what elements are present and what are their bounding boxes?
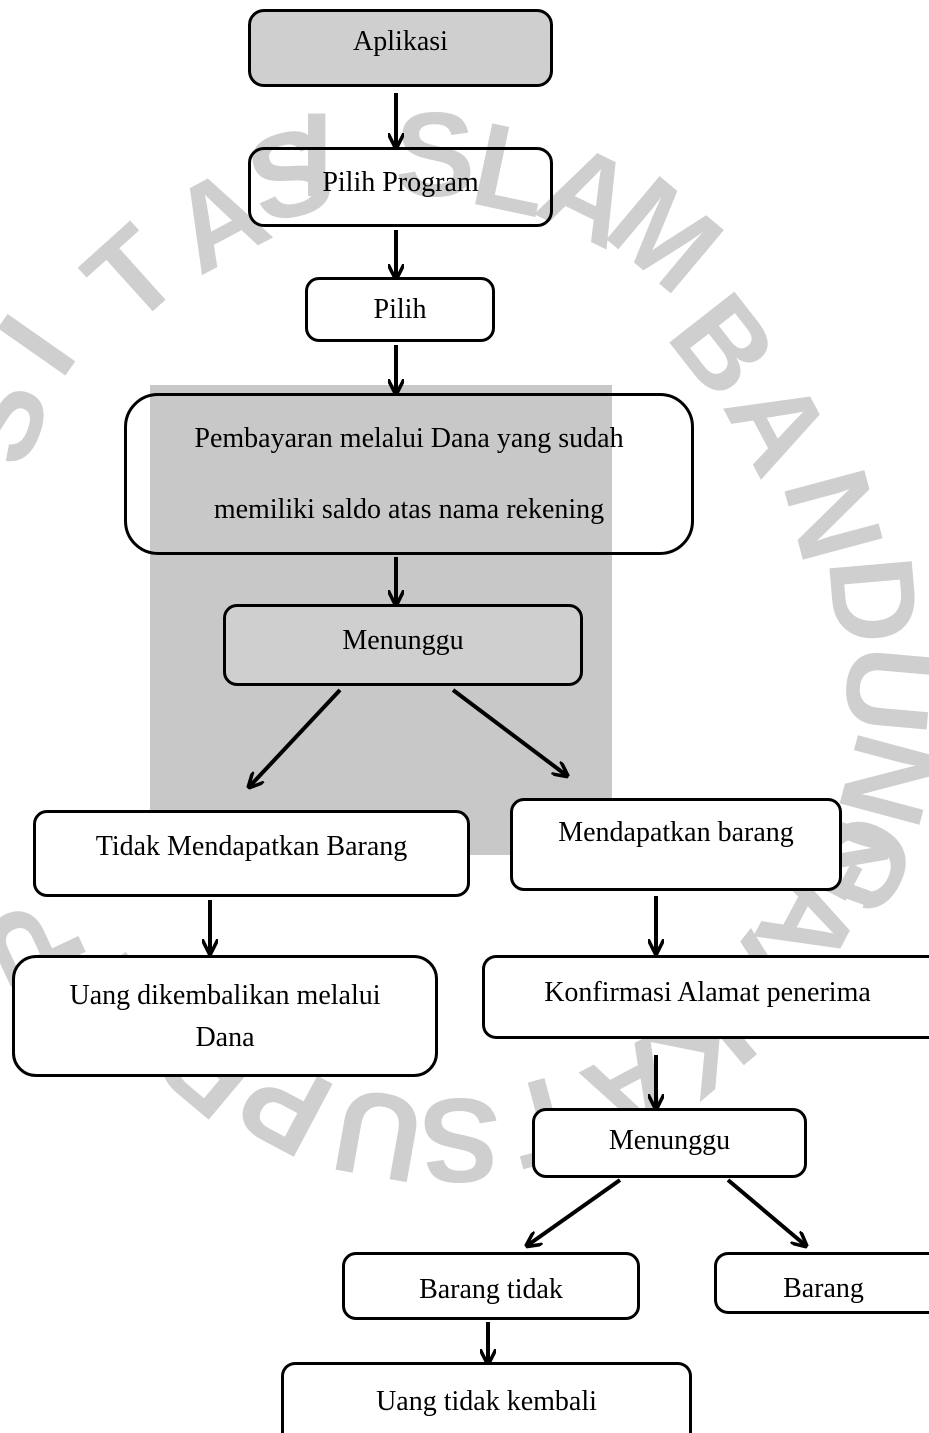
node-menunggu-1: Menunggu — [223, 604, 583, 686]
node-pilih-program: Pilih Program — [248, 147, 553, 227]
node-menunggu-1-label: Menunggu — [342, 624, 464, 656]
node-uang-tidak-kembali: Uang tidak kembali — [281, 1362, 692, 1433]
watermark-letter: I — [300, 88, 334, 222]
watermark-letter: S — [395, 88, 476, 222]
node-uang-dikembalikan: Uang dikembalikan melalui Dana — [12, 955, 438, 1077]
arrow-menunggu-to-barang-tidak — [528, 1178, 622, 1245]
node-konfirmasi-label: Konfirmasi Alamat penerima — [544, 976, 871, 1008]
node-konfirmasi: Konfirmasi Alamat penerima — [482, 955, 929, 1039]
node-uang-dikembalikan-label-line1: Uang dikembalikan melalui — [69, 980, 381, 1011]
node-mendapatkan: Mendapatkan barang — [510, 798, 842, 891]
node-pilih-label: Pilih — [373, 294, 427, 325]
node-barang-tidak: Barang tidak — [342, 1252, 640, 1320]
node-pembayaran: Pembayaran melalui Dana yang sudah memil… — [124, 393, 694, 555]
node-tidak-mendapatkan-label: Tidak Mendapatkan Barang — [95, 831, 408, 862]
node-pilih-program-label: Pilih Program — [322, 166, 479, 198]
node-menunggu-2: Menunggu — [532, 1108, 807, 1178]
node-barang: Barang — [714, 1252, 929, 1314]
node-pembayaran-label-line1: Pembayaran melalui Dana yang sudah — [194, 423, 624, 454]
node-aplikasi: Aplikasi — [248, 9, 553, 87]
node-pembayaran-label-line2: memiliki saldo atas nama rekening — [213, 494, 605, 525]
node-uang-dikembalikan-label-line2: Dana — [195, 1022, 255, 1053]
node-menunggu-2-label: Menunggu — [608, 1124, 731, 1156]
node-barang-tidak-label: Barang tidak — [419, 1273, 563, 1305]
node-barang-label: Barang — [783, 1272, 864, 1304]
arrow-menunggu-to-mendapatkan — [451, 688, 566, 775]
node-pilih: Pilih — [305, 277, 495, 342]
arrow-menunggu-to-barang — [726, 1178, 805, 1245]
node-mendapatkan-label: Mendapatkan barang — [558, 817, 794, 848]
node-tidak-mendapatkan: Tidak Mendapatkan Barang — [33, 810, 470, 897]
arrow-menunggu-to-tidak-mendapatkan — [250, 688, 342, 786]
node-aplikasi-label: Aplikasi — [353, 25, 448, 57]
node-uang-tidak-kembali-label: Uang tidak kembali — [376, 1385, 597, 1417]
